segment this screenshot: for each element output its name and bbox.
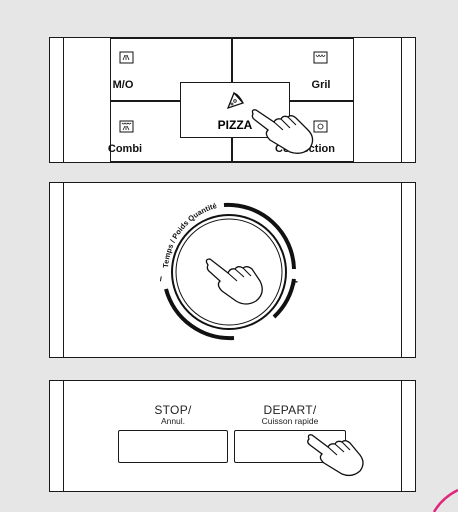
start-caption: DEPART/ Cuisson rapide — [234, 403, 346, 426]
stop-button[interactable] — [118, 430, 228, 463]
panel-rail-right — [401, 38, 402, 162]
start-sublabel: Cuisson rapide — [234, 416, 346, 426]
start-label: DEPART/ — [234, 403, 346, 417]
mode-label-mo: M/O — [73, 79, 173, 91]
mode-panel: M/O Gril Combi Convection PIZZA — [49, 37, 416, 163]
mode-label-combi: Combi — [75, 143, 175, 155]
dial-plus-label: + — [291, 275, 298, 289]
combi-icon — [119, 120, 135, 134]
pizza-icon — [225, 91, 245, 111]
pointing-hand-icon — [250, 106, 330, 156]
control-panel: STOP/ Annul. DEPART/ Cuisson rapide — [49, 380, 416, 492]
panel-rail-left — [63, 38, 64, 162]
pointing-hand-icon — [306, 433, 376, 479]
microwave-icon — [119, 51, 135, 65]
stop-sublabel: Annul. — [118, 416, 228, 426]
panel-rail-right — [401, 381, 402, 491]
stop-caption: STOP/ Annul. — [118, 403, 228, 426]
grill-icon — [313, 51, 329, 65]
stop-label: STOP/ — [118, 403, 228, 417]
dial-knob[interactable] — [228, 265, 229, 266]
panel-rail-left — [63, 381, 64, 491]
page-corner-mark — [428, 482, 458, 512]
dial-panel: Temps / Poids Quantité – + — [49, 182, 416, 358]
dial-graphic: Temps / Poids Quantité – + — [50, 183, 417, 359]
dial-minus-label: – — [155, 275, 167, 283]
